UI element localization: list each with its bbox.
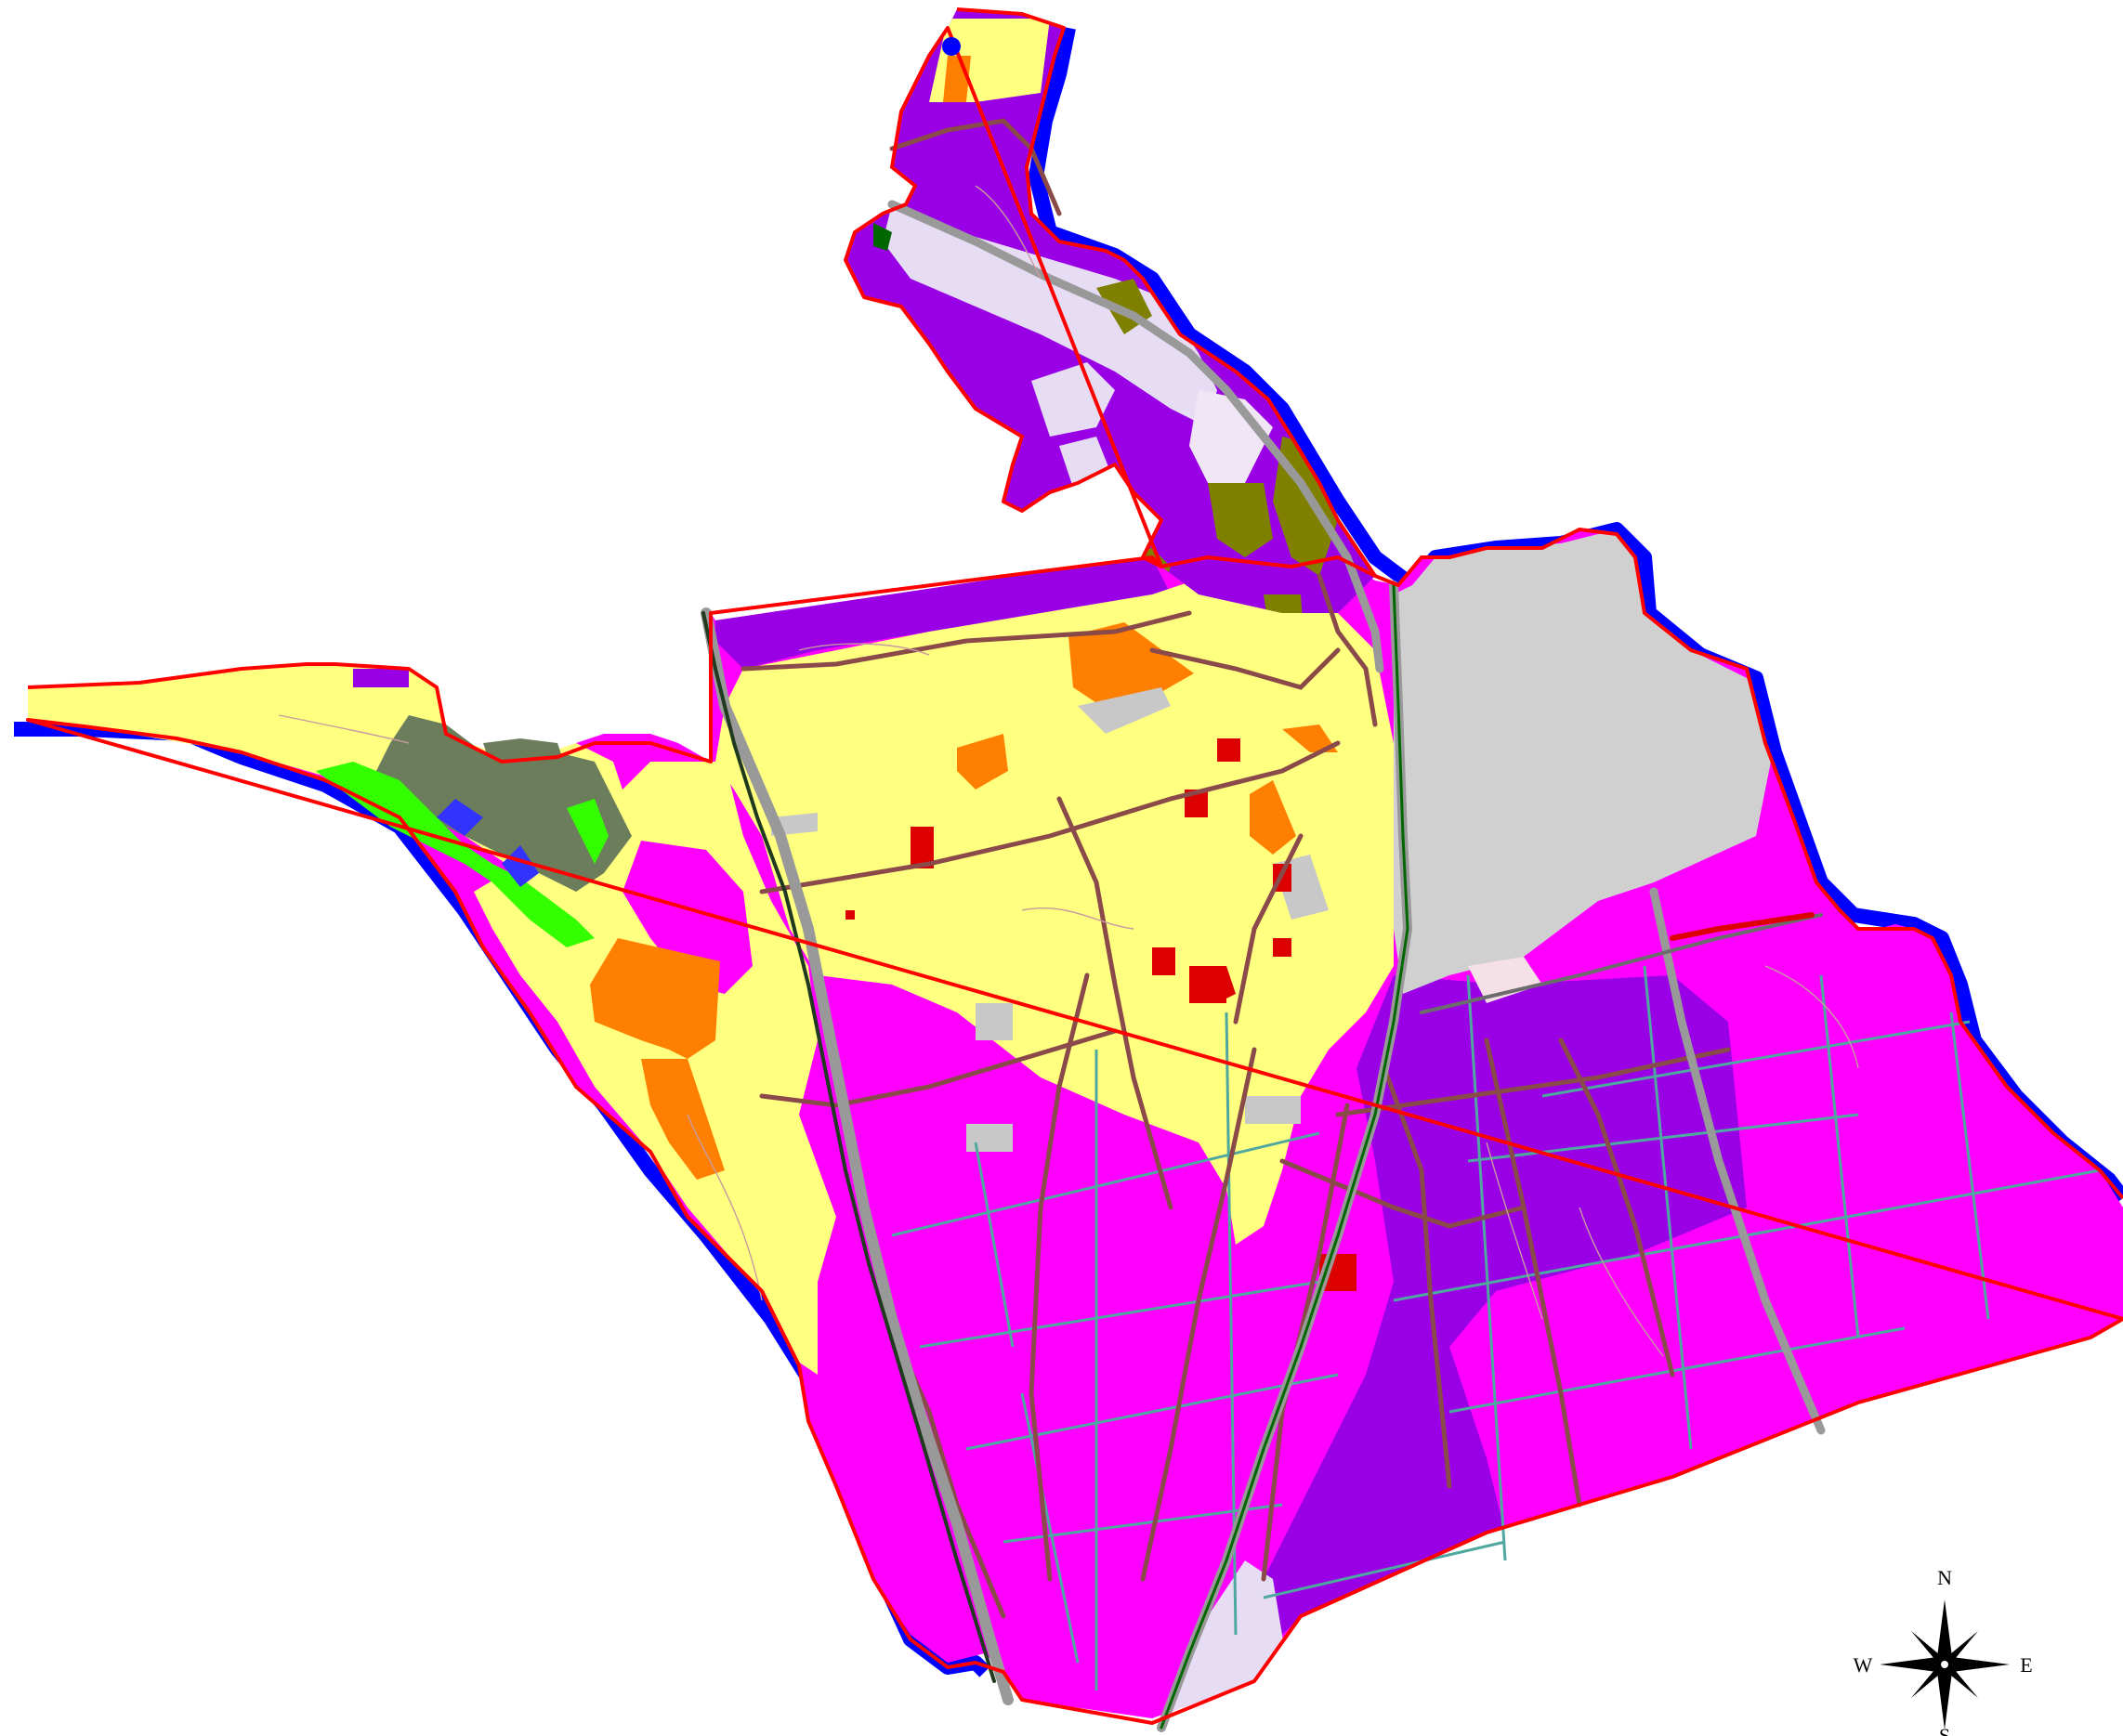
field-grid	[891, 965, 2101, 1690]
compass-east-label: E	[2020, 1653, 2032, 1677]
railway-line	[701, 200, 1826, 1732]
compass-west-label: W	[1854, 1653, 1873, 1677]
western-arm	[28, 664, 641, 947]
compass-north-label: N	[1937, 1566, 1952, 1589]
administrative-boundary	[26, 7, 2123, 1725]
compass-south-label: S	[1939, 1724, 1950, 1736]
reservoir-marker	[942, 37, 961, 56]
contour-lines	[278, 185, 1859, 1357]
road-network	[740, 118, 1731, 1619]
compass-rose-icon: N E W S	[1854, 1566, 2033, 1736]
